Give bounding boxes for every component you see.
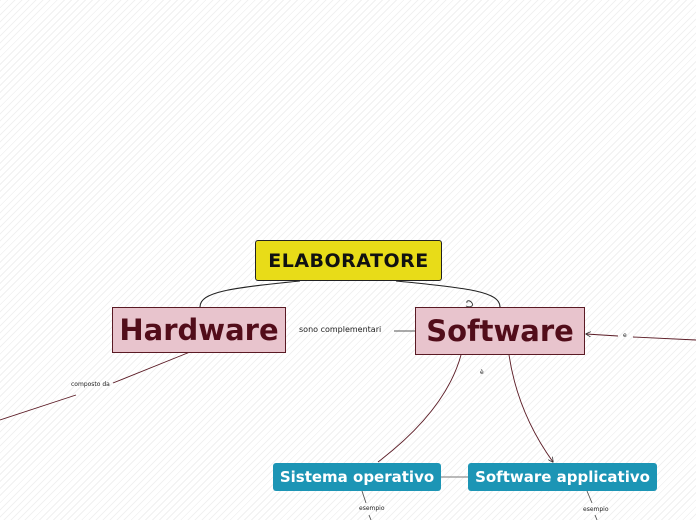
link-label-esempio-sistema: esempio bbox=[359, 505, 385, 512]
link-external-software bbox=[586, 334, 696, 341]
node-hardware[interactable]: Hardware bbox=[112, 307, 286, 353]
link-label-esempio-applicativo: esempio bbox=[583, 506, 609, 513]
link-software-loop bbox=[465, 300, 473, 308]
node-software-applicativo[interactable]: Software applicativo bbox=[468, 463, 657, 491]
link-label-sono-complementari: sono complementari bbox=[299, 325, 382, 334]
link-software-applicativo bbox=[508, 354, 553, 462]
link-label-e-external: e bbox=[623, 332, 627, 339]
link-label-composto-da: composto da bbox=[71, 381, 110, 388]
link-applicativo-esempio bbox=[586, 490, 598, 520]
link-label-e: è bbox=[480, 369, 484, 376]
node-sistema-operativo[interactable]: Sistema operativo bbox=[273, 463, 441, 491]
link-root-software bbox=[395, 280, 501, 308]
link-software-sistema bbox=[377, 354, 462, 463]
link-root-hardware bbox=[199, 280, 301, 308]
link-sistema-esempio bbox=[361, 490, 372, 520]
link-hardware-composto bbox=[0, 351, 191, 421]
root-node-elaboratore[interactable]: ELABORATORE bbox=[255, 240, 442, 281]
node-software[interactable]: Software bbox=[415, 307, 585, 355]
